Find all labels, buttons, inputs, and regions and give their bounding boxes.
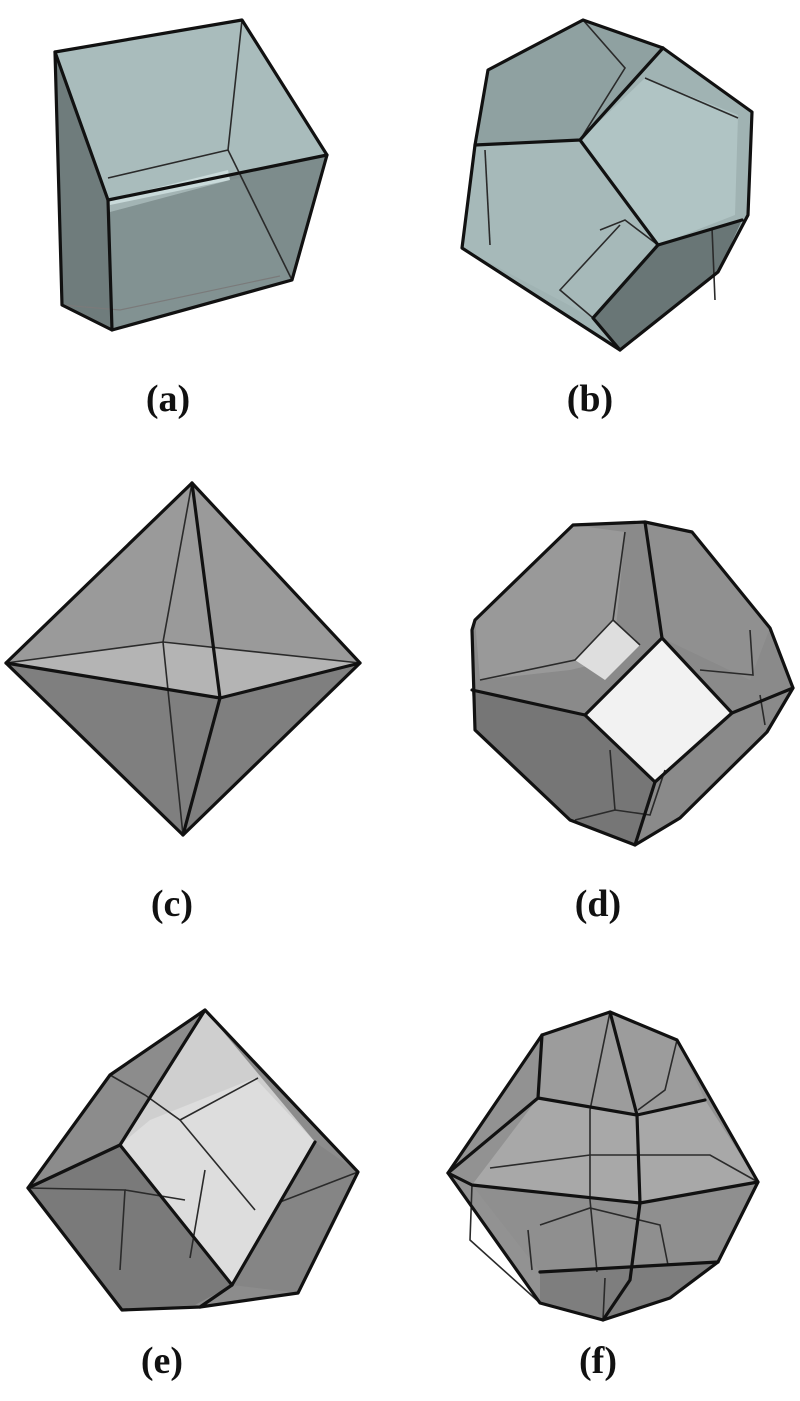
panel-label-c: (c) <box>150 883 194 925</box>
panel-label-a: (a) <box>145 378 191 420</box>
complex-polyhedron-icon <box>446 1010 760 1322</box>
panel-c: (c) <box>0 470 400 940</box>
panel-f: (f) <box>400 960 800 1401</box>
dodecahedron-icon <box>460 18 754 352</box>
panel-a: (a) <box>0 0 400 440</box>
truncated-octahedron-icon <box>470 520 795 847</box>
panel-b: (b) <box>400 0 800 440</box>
panel-e: (e) <box>0 960 400 1401</box>
rhombic-polyhedron-icon <box>26 1008 360 1312</box>
panel-label-b: (b) <box>566 378 614 420</box>
panel-label-d: (d) <box>574 883 622 925</box>
panel-label-e: (e) <box>140 1340 184 1382</box>
panel-label-f: (f) <box>579 1340 617 1382</box>
cube-icon <box>53 18 329 332</box>
octahedron-icon <box>4 481 362 837</box>
panel-d: (d) <box>400 470 800 940</box>
